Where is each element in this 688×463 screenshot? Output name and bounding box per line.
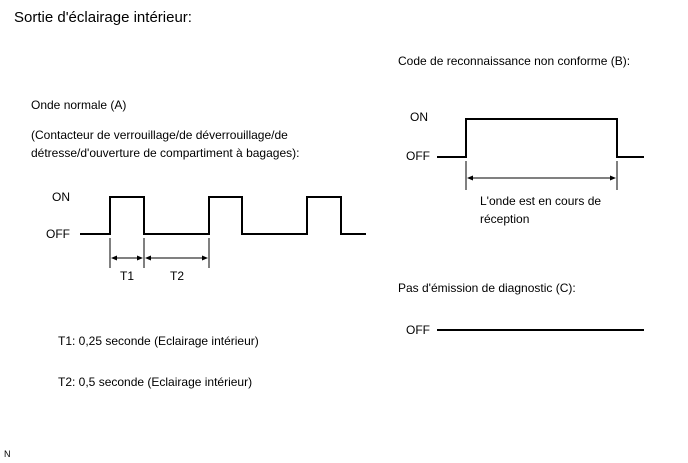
t1-label: T1	[120, 269, 135, 283]
normal-wave-label: Onde normale (A)	[31, 98, 127, 112]
nonconform-wave-off-label: OFF	[406, 149, 430, 163]
reception-note-line1: L'onde est en cours de	[480, 194, 602, 208]
reception-note-line2: réception	[480, 212, 530, 226]
no-diag-label: Pas d'émission de diagnostic (C):	[398, 281, 576, 295]
t1-description: T1: 0,25 seconde (Eclairage intérieur)	[58, 334, 259, 348]
normal-wave-note-line2: détresse/d'ouverture de compartiment à b…	[31, 146, 300, 160]
t1-right-arrow	[137, 255, 143, 261]
normal-wave-note-line1: (Contacteur de verrouillage/de déverroui…	[31, 128, 288, 142]
normal-wave-on-label: ON	[52, 190, 70, 204]
t2-right-arrow	[202, 255, 208, 261]
t2-left-arrow	[145, 255, 151, 261]
normal-waveform	[80, 196, 366, 235]
nonconform-wave-on-label: ON	[410, 110, 428, 124]
no-diag-off-label: OFF	[406, 323, 430, 337]
reception-left-arrow	[467, 175, 473, 181]
t2-label: T2	[170, 269, 185, 283]
corner-mark: N	[4, 449, 11, 459]
normal-wave-off-label: OFF	[46, 227, 70, 241]
nonconform-waveform	[437, 118, 644, 158]
t1-left-arrow	[111, 255, 117, 261]
nonconform-wave-label: Code de reconnaissance non conforme (B):	[398, 54, 631, 68]
page-title: Sortie d'éclairage intérieur:	[14, 9, 192, 26]
t2-description: T2: 0,5 seconde (Eclairage intérieur)	[58, 375, 253, 389]
reception-right-arrow	[610, 175, 616, 181]
